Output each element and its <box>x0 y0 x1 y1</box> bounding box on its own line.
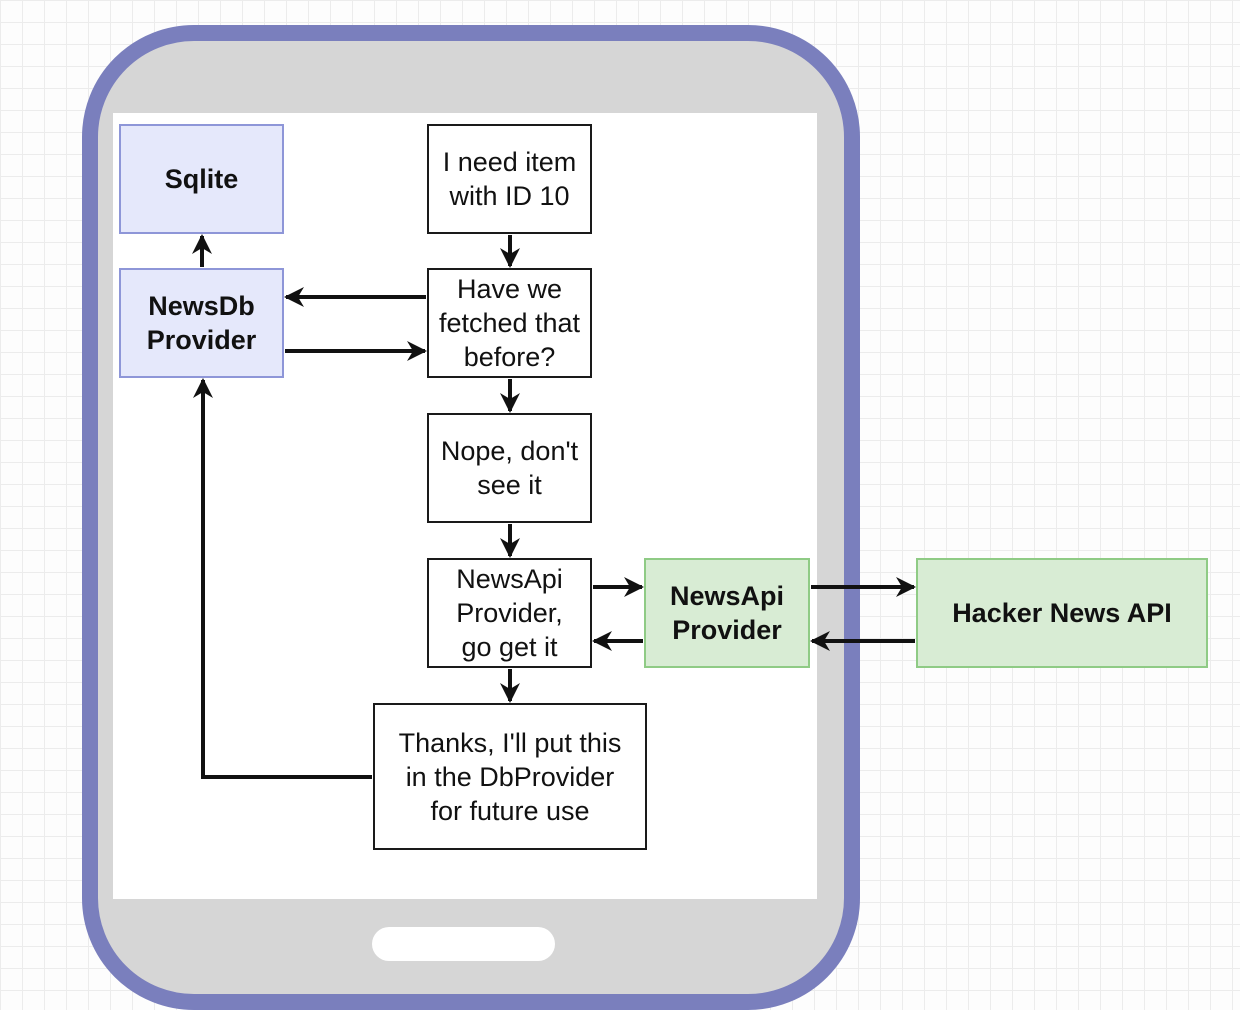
node-go-get-it: NewsApi Provider, go get it <box>427 558 592 668</box>
node-need-item: I need item with ID 10 <box>427 124 592 234</box>
node-nope: Nope, don't see it <box>427 413 592 523</box>
node-hacker-news-api: Hacker News API <box>916 558 1208 668</box>
node-thanks: Thanks, I'll put this in the DbProvider … <box>373 703 647 850</box>
node-newsdb-provider: NewsDb Provider <box>119 268 284 378</box>
node-sqlite: Sqlite <box>119 124 284 234</box>
node-fetched-before: Have we fetched that before? <box>427 268 592 378</box>
home-button <box>372 927 555 961</box>
node-newsapi-provider: NewsApi Provider <box>644 558 810 668</box>
